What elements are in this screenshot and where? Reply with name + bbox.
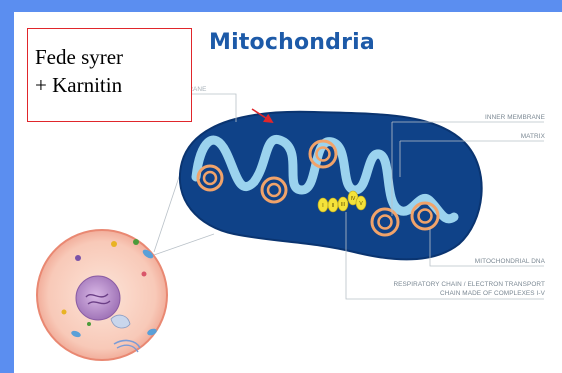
- slide: Mitochondria: [14, 12, 562, 373]
- label-mitochondrial-dna: MITOCHONDRIAL DNA: [475, 258, 546, 265]
- label-inner-membrane: INNER MEMBRANE: [485, 114, 545, 121]
- label-matrix: MATRIX: [521, 133, 546, 140]
- callout-line-1: Fede syrer: [35, 43, 191, 71]
- label-respiratory-chain-line2: CHAIN MADE OF COMPLEXES I-V: [440, 290, 546, 297]
- label-respiratory-chain-line1: RESPIRATORY CHAIN / ELECTRON TRANSPORT: [393, 281, 545, 288]
- cell-illustration: [37, 230, 167, 360]
- complex-label-3: III: [341, 202, 345, 208]
- complex-label-2: II: [332, 203, 335, 209]
- complex-label-1: I: [322, 203, 323, 209]
- callout-box: Fede syrer + Karnitin: [27, 28, 192, 122]
- zoom-line-bottom: [154, 234, 214, 255]
- callout-line-2: + Karnitin: [35, 71, 191, 99]
- mitochondrion-outer-membrane: [180, 112, 482, 260]
- complex-label-4: IV: [351, 196, 356, 202]
